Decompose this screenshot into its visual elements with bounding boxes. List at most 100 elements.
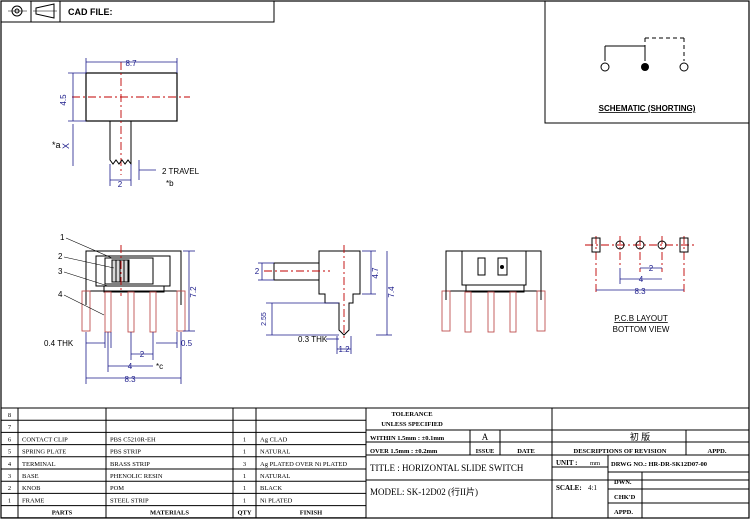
- callout-2: 2: [58, 252, 63, 261]
- cad-file-label: CAD FILE:: [68, 7, 113, 17]
- pcb-pin-hole: [615, 240, 625, 250]
- bom-cell-no: 4: [8, 461, 12, 468]
- dim-side-pin-len: 2.55: [261, 312, 268, 326]
- callout-4: 4: [58, 290, 63, 299]
- bom-cell-finish: NATURAL: [260, 473, 290, 480]
- bom-cell-qty: 1: [243, 485, 246, 492]
- rear-view: [441, 250, 546, 333]
- dim-side-overall: 7.4: [387, 286, 396, 298]
- date-label: DATE: [517, 448, 535, 455]
- issue-value: A: [482, 432, 489, 442]
- dim-pitch-2: 2: [140, 350, 145, 359]
- bom-cell-qty: 1: [243, 436, 246, 443]
- pcb-dim-4: 4: [639, 275, 644, 284]
- dim-side-thk: 0.3 THK: [298, 335, 328, 344]
- schematic-terminal: [679, 62, 689, 72]
- scale-label: SCALE:: [556, 484, 582, 492]
- bom-cell-no: 5: [8, 449, 11, 456]
- revision-value: 初 版: [630, 431, 650, 442]
- pcb-mount-hole: [591, 237, 601, 253]
- bom-cell-finish: Ni PLATED: [260, 497, 293, 504]
- title-block: TOLERANCE UNLESS SPECIFIED WITHIN 1.5mm …: [365, 407, 750, 519]
- scale-value: 4:1: [588, 484, 597, 492]
- bom-header-qty: QTY: [237, 510, 251, 517]
- bom-cell-part: SPRING PLATE: [22, 449, 66, 456]
- pcb-caption-bottom: BOTTOM VIEW: [613, 325, 670, 334]
- pcb-caption: P.C.B LAYOUT: [614, 314, 668, 323]
- side-view: 2 4.7 7.4 2.55 0.3 THK 1.2: [255, 245, 396, 354]
- dim-front-overall: 8.3: [124, 375, 136, 384]
- dim-x: X: [61, 143, 71, 149]
- pcb-pin-hole: [657, 240, 667, 250]
- tolerance-label: TOLERANCE: [391, 411, 432, 418]
- mark-a: *a: [52, 140, 61, 150]
- bom-cell-part: TERMINAL: [22, 461, 56, 468]
- cad-file-header: CAD FILE:: [0, 0, 275, 23]
- bom-cell-no: 1: [8, 497, 11, 504]
- bom-cell-finish: Ag PLATED OVER Ni PLATED: [260, 461, 347, 468]
- dim-travel: 2 TRAVEL: [162, 167, 200, 176]
- bom-cell-finish: BLACK: [260, 485, 282, 492]
- tolerance-2: OVER 1.5mm : ±0.2mm: [370, 448, 438, 455]
- bom-cell-finish: NATURAL: [260, 449, 290, 456]
- unit-label: UNIT :: [556, 459, 577, 467]
- pcb-dim-2: 2: [649, 264, 654, 273]
- pcb-layout: 2 4 8.3 P.C.B LAYOUT BOTTOM VIEW: [585, 236, 695, 334]
- issue-label: ISSUE: [476, 448, 495, 455]
- bom-cell-material: PBS C5210R-EH: [110, 436, 156, 443]
- front-view: 1 2 3 4 7.2 0.4 THK 0.5 2 4 *c: [44, 233, 198, 384]
- bom-cell-qty: 1: [243, 449, 246, 456]
- dim-width: 8.7: [125, 59, 137, 68]
- bom-cell-qty: 3: [243, 461, 246, 468]
- unit-value: mm: [590, 460, 600, 467]
- bom-cell-material: PBS STRIP: [110, 449, 141, 456]
- callout-1: 1: [60, 233, 65, 242]
- bom-cell-material: BRASS STRIP: [110, 461, 150, 468]
- bom-cell-material: STEEL STRIP: [110, 497, 149, 504]
- tolerance-1: WITHIN 1.5mm : ±0.1mm: [370, 435, 445, 442]
- pcb-mount-hole: [679, 237, 689, 253]
- mark-c: *c: [156, 362, 163, 371]
- revision-desc-label: DESCRIPTIONS OF REVISION: [574, 448, 667, 455]
- dim-height: 4.5: [59, 94, 68, 106]
- appd2-label: APPD.: [614, 509, 633, 516]
- dim-lever-width: 2: [118, 180, 123, 189]
- pcb-dim-overall: 8.3: [634, 287, 646, 296]
- schematic-box: SCHEMATIC (SHORTING): [544, 0, 750, 124]
- drawing-title: TITLE : HORIZONTAL SLIDE SWITCH: [370, 463, 524, 473]
- bom-cell-no: 6: [8, 436, 12, 443]
- dim-front-height: 7.2: [189, 286, 198, 298]
- dim-side-lever: 2: [255, 267, 260, 276]
- bom-cell-part: BASE: [22, 473, 39, 480]
- pcb-pin-hole: [635, 240, 645, 250]
- dim-pitch-4: 4: [128, 362, 133, 371]
- bom-header-finish: FINISH: [300, 510, 322, 517]
- dwn-label: DWN.: [614, 479, 632, 486]
- bom-cell-material: PHENOLIC RESIN: [110, 473, 163, 480]
- bom-cell-no: 8: [8, 412, 11, 419]
- schematic-common-terminal: [641, 63, 649, 71]
- bom-cell-material: POM: [110, 485, 124, 492]
- schematic-caption: SCHEMATIC (SHORTING): [599, 104, 696, 113]
- callout-3: 3: [58, 267, 63, 276]
- dim-pin-05: 0.5: [181, 339, 193, 348]
- schematic-terminal: [600, 62, 610, 72]
- bom-cell-part: FRAME: [22, 497, 44, 504]
- bom-cell-finish: Ag CLAD: [260, 436, 288, 443]
- bom-cell-part: KNOB: [22, 485, 41, 492]
- bom-cell-no: 7: [8, 424, 12, 431]
- mark-b: *b: [166, 179, 174, 188]
- bom-cell-no: 2: [8, 485, 11, 492]
- bom-header-materials: MATERIALS: [150, 510, 189, 517]
- top-view: 8.7 4.5 X *a 2 2 TRAVEL *b: [52, 58, 200, 189]
- bom-cell-qty: 1: [243, 473, 246, 480]
- bom-cell-qty: 1: [243, 497, 246, 504]
- model-label: MODEL: SK-12D02 (行II片): [370, 486, 478, 497]
- dim-side-pin-w: 1.2: [338, 345, 350, 354]
- unless-label: UNLESS SPECIFIED: [381, 421, 443, 428]
- drawing-number: DRWG NO.: HR-DR-SK12D07-00: [611, 461, 707, 468]
- bom-header-parts: PARTS: [52, 510, 73, 517]
- dim-side-body: 4.7: [371, 267, 380, 279]
